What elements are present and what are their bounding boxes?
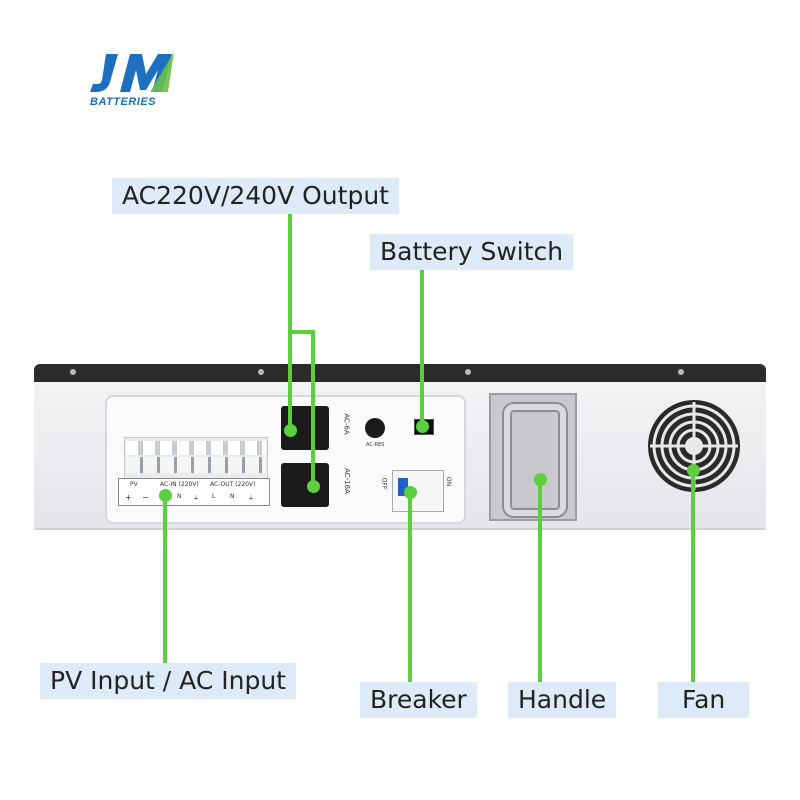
socket-top-rating: AC-6A [342, 413, 351, 435]
label-ac-output: AC220V/240V Output [112, 178, 399, 214]
pointer-breaker [408, 493, 412, 683]
terminal-label-strip [118, 478, 270, 506]
label-fan: Fan [658, 682, 750, 718]
pointer-dot [534, 473, 547, 486]
terminal-screws [126, 441, 266, 455]
ac-socket-bottom[interactable] [281, 463, 329, 507]
device-top-bar [34, 364, 766, 384]
breaker-switch[interactable] [392, 470, 444, 512]
terminal-header-ac-out: AC-OUT (220V) [210, 481, 256, 488]
logo-mark-icon [90, 52, 174, 92]
breaker-off-label: OFF [380, 477, 388, 490]
label-handle: Handle [508, 682, 617, 718]
logo-subtitle: BATTERIES [90, 96, 157, 108]
pointer-ac-output-line [311, 330, 315, 486]
label-breaker: Breaker [360, 682, 477, 718]
screw-icon [258, 369, 264, 375]
pointer-dot [687, 464, 700, 477]
pointer-dot [284, 424, 297, 437]
terminal-mark: ⏚ [248, 495, 255, 502]
screw-icon [70, 369, 76, 375]
pointer-dot [404, 486, 417, 499]
terminal-mark: + [125, 493, 132, 502]
screw-icon [678, 369, 684, 375]
label-battery-switch: Battery Switch [370, 234, 574, 270]
pointer-dot [307, 480, 320, 493]
terminal-mark: N [230, 493, 235, 500]
terminal-mark: ⏚ [193, 495, 200, 502]
pointer-battery-switch [420, 270, 424, 426]
terminal-mark: L [212, 493, 216, 500]
terminal-mark: N [177, 493, 182, 500]
terminal-header-pv: PV [130, 481, 138, 488]
terminal-header-ac-in: AC-IN (220V) [160, 481, 199, 488]
pointer-pv-input [163, 494, 167, 664]
screw-icon [465, 369, 471, 375]
reset-label: AC-RES [366, 442, 385, 448]
pointer-fan [691, 470, 695, 683]
pointer-dot [416, 420, 429, 433]
pointer-dot [159, 489, 172, 502]
label-pv-ac-input: PV Input / AC Input [40, 663, 296, 699]
fan-grille-icon [648, 400, 740, 492]
terminal-clamps [126, 457, 266, 473]
terminal-mark: − [142, 493, 149, 502]
pointer-ac-output-line [288, 330, 292, 430]
socket-bottom-rating: AC-16A [342, 468, 351, 494]
breaker-lever[interactable] [398, 478, 408, 496]
pointer-ac-output-branch [288, 330, 315, 334]
breaker-on-label: ON [445, 476, 453, 487]
reset-button[interactable] [365, 418, 385, 438]
carry-handle[interactable] [504, 404, 566, 516]
pointer-ac-output-stem [288, 214, 292, 332]
pointer-handle [538, 479, 542, 683]
